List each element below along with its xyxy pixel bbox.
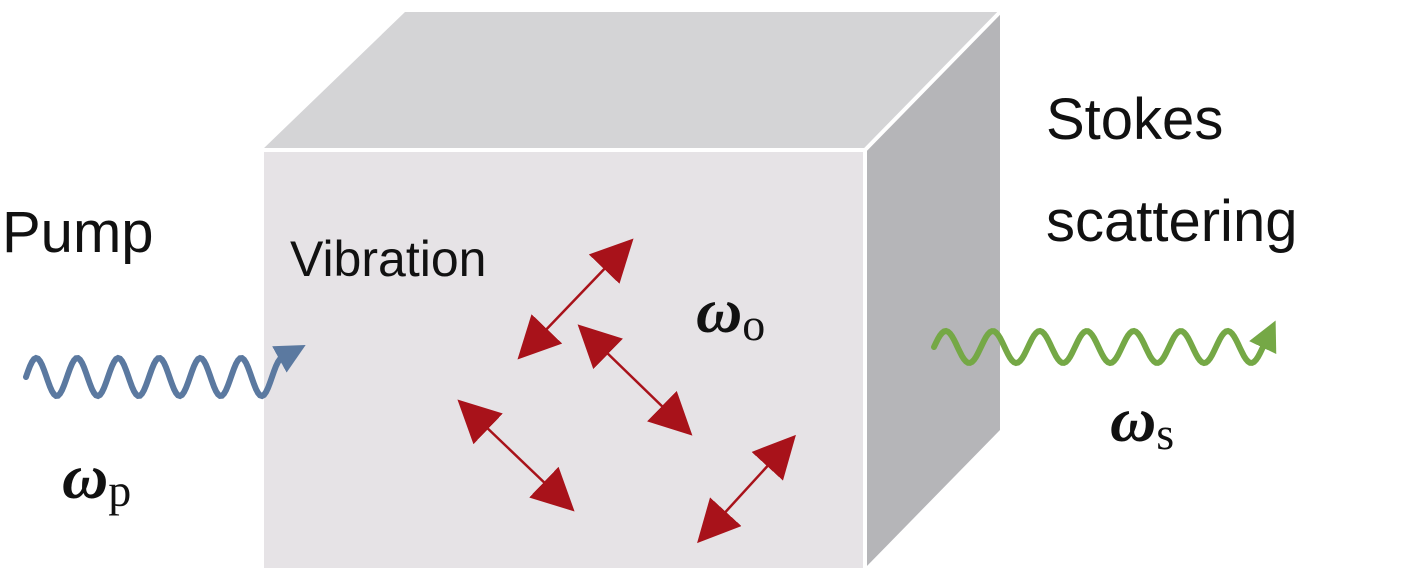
stokes-wave-arrow — [931, 320, 1277, 367]
box-front-face — [262, 150, 865, 568]
omega-pump-symbol: ωp — [62, 441, 131, 516]
vibration-arrow — [457, 399, 575, 512]
vibration-arrows — [457, 238, 796, 544]
pump-label: Pump — [2, 200, 154, 265]
crystal-box — [260, 10, 1002, 568]
omega-optical-symbol: ωo — [696, 275, 765, 350]
pump-wave-arrow — [23, 344, 306, 400]
vibration-arrow — [697, 434, 796, 544]
vibration-arrow — [577, 324, 693, 436]
stokes-label-line2: scattering — [1046, 189, 1297, 254]
box-edge-diagonal — [863, 10, 1002, 152]
box-top-face — [262, 12, 1000, 150]
box-edges — [260, 148, 867, 568]
vibration-arrow — [517, 238, 634, 360]
box-side-face — [865, 12, 1000, 568]
stokes-label-line1: Stokes — [1046, 87, 1223, 152]
omega-stokes-symbol: ωs — [1110, 384, 1174, 459]
vibration-label: Vibration — [290, 231, 486, 287]
